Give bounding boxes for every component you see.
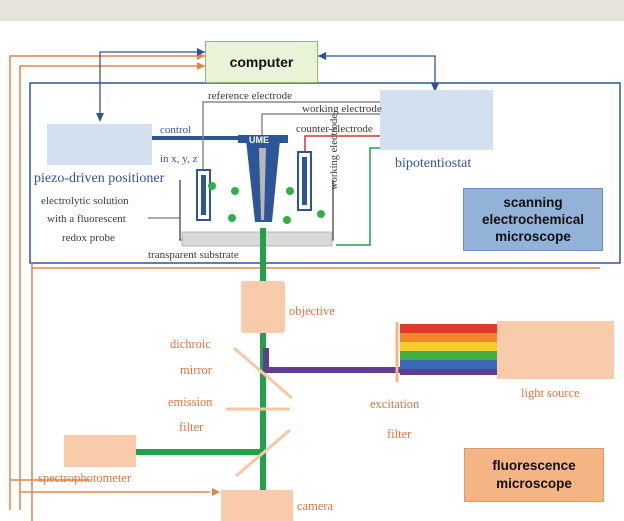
spectrophotometer-label: spectrophotometer xyxy=(38,471,132,485)
dichroic-line-1: dichroic xyxy=(170,337,211,351)
ume-label: UME xyxy=(249,135,269,145)
secm-line-3: microscope xyxy=(495,229,571,244)
fluor-line-1: fluorescence xyxy=(492,458,576,473)
substrate-wire xyxy=(336,147,380,246)
transparent-substrate xyxy=(181,231,333,247)
control-label: control xyxy=(160,124,192,136)
reference-wire xyxy=(202,101,380,178)
working-wire xyxy=(261,113,380,140)
excitation-line-2: filter xyxy=(387,427,412,441)
emission-line-2: filter xyxy=(179,420,204,434)
purple-beam xyxy=(263,348,400,373)
light-source-label: light source xyxy=(521,386,580,400)
secm-label-box: scanning electrochemical microscope xyxy=(463,188,603,251)
fluorescent-dots xyxy=(208,182,325,224)
bipotentiostat-label: bipotentiostat xyxy=(395,156,472,171)
objective-box xyxy=(241,281,285,333)
substrate-label: transparent substrate xyxy=(148,249,239,261)
top-band xyxy=(0,0,624,21)
electrolyte-line-1: electrolytic solution xyxy=(41,195,129,207)
secm-line-2: electrochemical xyxy=(481,212,585,227)
dichroic-line-2: mirror xyxy=(180,363,212,377)
xyz-label: in x, y, z xyxy=(160,153,198,165)
camera-box xyxy=(221,490,293,521)
reference-electrode-label: reference electrode xyxy=(208,90,292,102)
objective-label: objective xyxy=(289,304,335,318)
fluor-line-2: microscope xyxy=(496,476,572,491)
working-electrode-vertical-label: working electrode xyxy=(329,113,340,190)
light-rainbow xyxy=(400,324,497,375)
counter-wire xyxy=(304,135,380,152)
orange-connectors xyxy=(9,55,600,521)
working-electrode-label: working electrode xyxy=(302,103,382,115)
light-source-box xyxy=(497,321,614,379)
secm-frame xyxy=(29,82,621,264)
blue-connectors xyxy=(99,51,436,115)
computer-label: computer xyxy=(229,54,294,70)
spectro-splitter xyxy=(235,428,291,478)
bipotentiostat-box xyxy=(380,90,493,150)
spectrophotometer-box xyxy=(64,435,136,467)
excitation-line-1: excitation xyxy=(370,397,420,411)
blue-arrowheads xyxy=(96,48,439,122)
piezo-positioner-box xyxy=(47,124,152,165)
secm-line-1: scanning xyxy=(503,195,563,210)
piezo-label: piezo-driven positioner xyxy=(34,171,165,186)
electrolyte-line-2: with a fluorescent xyxy=(47,213,126,225)
counter-electrode-label: counter-electrode xyxy=(296,123,373,135)
emission-line-1: emission xyxy=(168,395,213,409)
electrolyte-line-3: redox probe xyxy=(62,232,115,244)
computer-box: computer xyxy=(205,41,318,83)
dichroic-mirror xyxy=(233,346,293,400)
camera-label: camera xyxy=(297,499,334,513)
fluorescence-label-box: fluorescence microscope xyxy=(464,448,604,502)
